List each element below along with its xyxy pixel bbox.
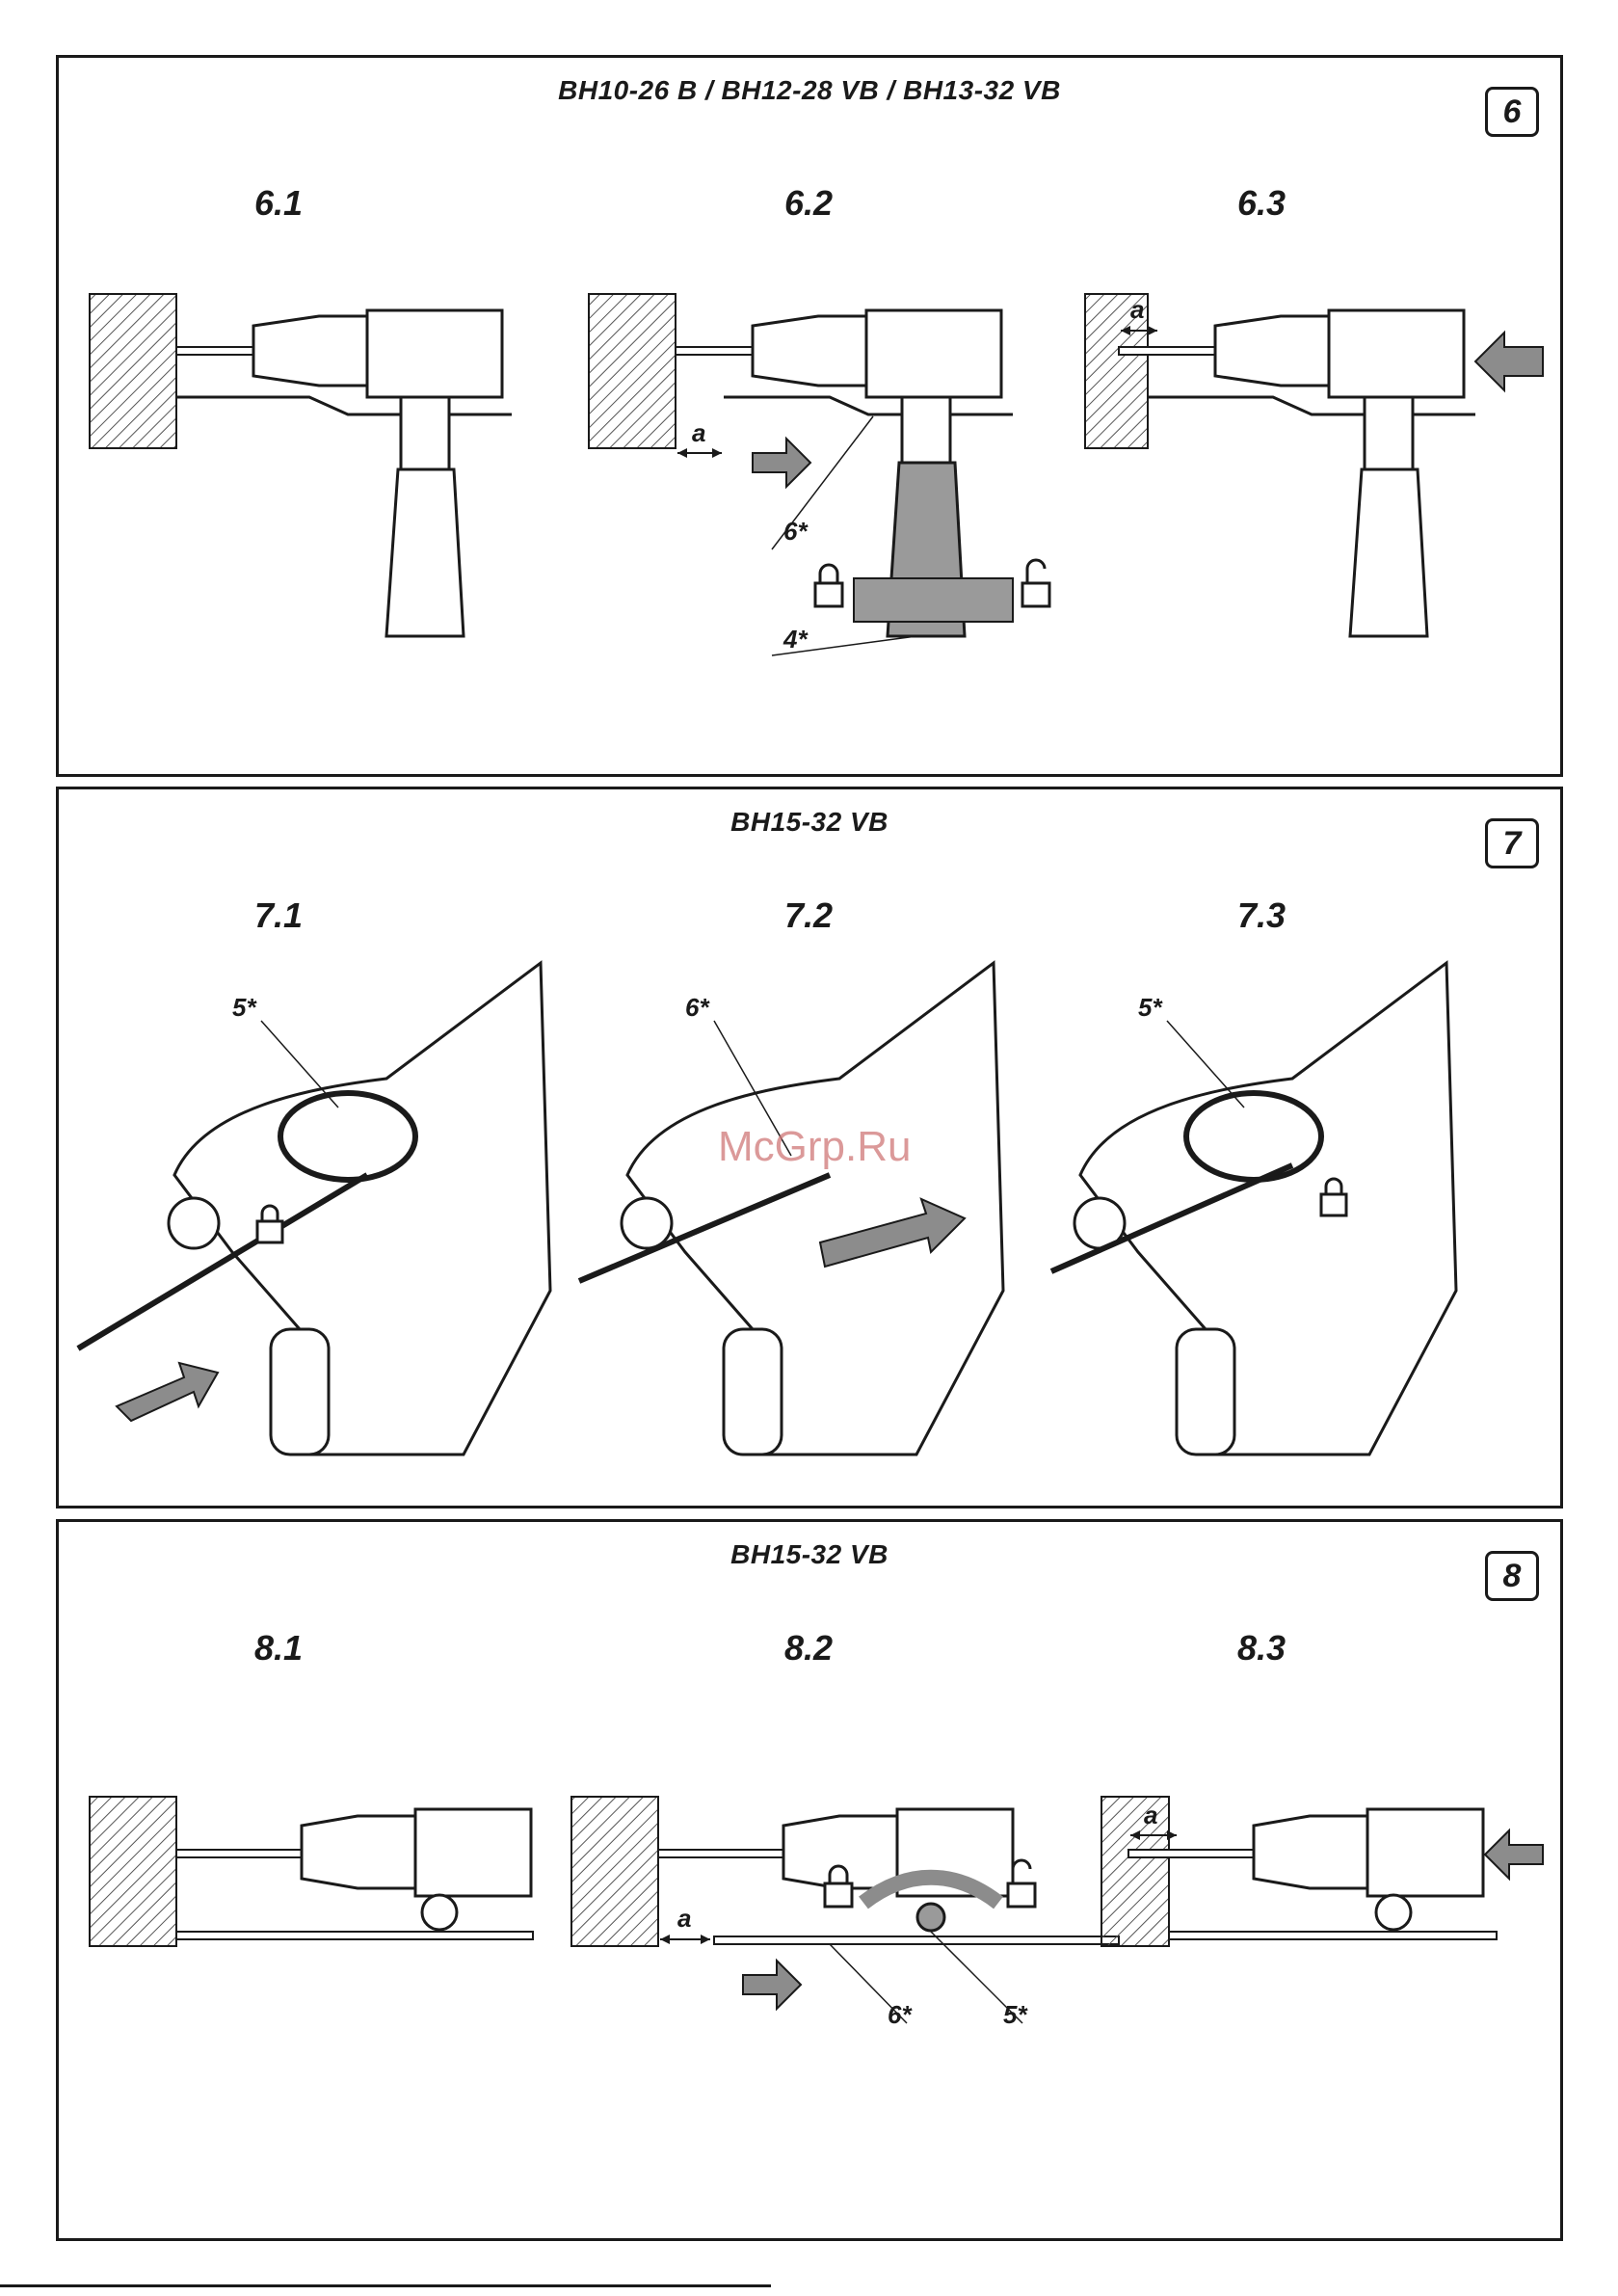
watermark-text: McGrp.Ru bbox=[718, 1123, 911, 1171]
footer-rule bbox=[0, 2284, 771, 2287]
drawing-6-2: a 6* 4* bbox=[589, 294, 1049, 655]
side-handle-7-2 bbox=[724, 1329, 782, 1455]
chuck-6-1 bbox=[253, 316, 367, 386]
drawing-8-1 bbox=[90, 1797, 533, 1946]
drawing-8-3: a bbox=[1101, 1797, 1543, 1946]
drawing-7-2: 6* bbox=[579, 963, 1003, 1455]
drawing-7-3: 5* bbox=[1051, 963, 1456, 1455]
drawing-6-1 bbox=[90, 294, 512, 636]
push-arrow-6-2 bbox=[753, 439, 810, 487]
side-handle-6-1 bbox=[386, 469, 464, 636]
wall-8-3 bbox=[1101, 1797, 1169, 1946]
drill-bit-6-1 bbox=[176, 347, 253, 355]
push-arrow-6-3 bbox=[1475, 333, 1543, 390]
wall-8-2 bbox=[571, 1797, 658, 1946]
housing-6-1 bbox=[367, 310, 502, 397]
dim-a-6-2: a bbox=[692, 418, 705, 447]
figure-panel-6: BH10-26 B / BH12-28 VB / BH13-32 VB 6 6.… bbox=[56, 55, 1563, 777]
push-arrow-8-2 bbox=[743, 1961, 801, 2009]
callout-7-2: 6* bbox=[685, 993, 710, 1022]
drawing-6-3: a bbox=[1085, 294, 1543, 636]
dim-a-6-3: a bbox=[1130, 295, 1144, 324]
callout-5-star-8-2: 5* bbox=[1003, 2000, 1028, 2029]
clamp-6-1 bbox=[401, 397, 449, 469]
push-arrow-8-3 bbox=[1485, 1830, 1543, 1879]
callout-7-1: 5* bbox=[232, 993, 257, 1022]
depth-rod-8-1 bbox=[176, 1932, 533, 1939]
callout-7-3: 5* bbox=[1138, 993, 1163, 1022]
drawing-7-1: 5* bbox=[78, 963, 550, 1455]
wall-8-1 bbox=[90, 1797, 176, 1946]
wall-6-2 bbox=[589, 294, 676, 448]
drill-bit-8-1 bbox=[176, 1850, 302, 1857]
lock-open-icon bbox=[1008, 1860, 1035, 1907]
wall-6-1 bbox=[90, 294, 176, 448]
panel-8-drawings: a 6* 5* a bbox=[59, 1522, 1560, 2238]
callout-4-star-6-2: 4* bbox=[782, 625, 809, 654]
drill-bit-6-3 bbox=[1119, 347, 1215, 355]
depth-stop-6-2 bbox=[724, 397, 1013, 414]
push-arrow-7-1 bbox=[117, 1363, 218, 1421]
callout-6-star-8-2: 6* bbox=[888, 2000, 913, 2029]
depth-stop-6-1 bbox=[176, 397, 512, 414]
callout-6-star-6-2: 6* bbox=[783, 517, 809, 546]
side-handle-7-1 bbox=[271, 1329, 329, 1455]
drawing-8-2: a 6* 5* bbox=[571, 1797, 1119, 2029]
drill-bit-6-2 bbox=[676, 347, 753, 355]
lock-closed-icon bbox=[815, 565, 842, 606]
dim-a-8-2: a bbox=[677, 1904, 691, 1933]
depth-rod-8-2 bbox=[714, 1936, 1119, 1944]
figure-panel-8: BH15-32 VB 8 8.1 8.2 8.3 bbox=[56, 1519, 1563, 2241]
dim-a-8-3: a bbox=[1144, 1801, 1157, 1829]
side-handle-7-3 bbox=[1177, 1329, 1234, 1455]
rotation-band-6-2 bbox=[854, 578, 1013, 622]
panel-6-drawings: a 6* 4* bbox=[59, 58, 1560, 774]
lock-open-icon bbox=[1022, 560, 1049, 606]
